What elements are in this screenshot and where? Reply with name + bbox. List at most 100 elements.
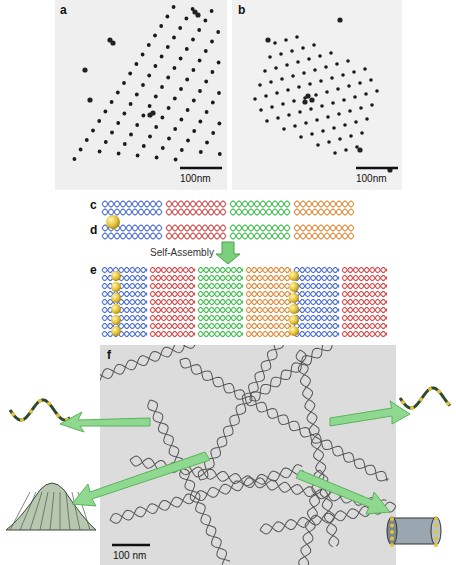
scale-bar	[356, 167, 398, 170]
icon-ribbon	[400, 388, 450, 408]
gold-nanoparticle	[111, 282, 121, 292]
gold-particle	[185, 47, 189, 51]
tem-image-f	[100, 345, 396, 565]
gold-nanoparticle	[289, 326, 299, 336]
tube-icons	[6, 387, 450, 547]
dna-strand	[246, 275, 291, 280]
gold-particle	[73, 157, 77, 161]
gold-particle	[123, 112, 127, 116]
gold-nanoparticle	[111, 304, 121, 314]
gold-particle	[285, 63, 289, 67]
gold-particle	[129, 133, 133, 137]
scale-label: 100nm	[180, 173, 211, 184]
scale-bar	[112, 544, 150, 547]
gold-particle	[280, 77, 284, 81]
dna-lattice	[102, 267, 387, 336]
gold-particle	[338, 137, 342, 141]
dna-strand	[294, 267, 339, 272]
gold-particle	[198, 59, 202, 63]
gold-particle	[310, 132, 314, 136]
gold-particle	[110, 131, 114, 135]
dna-strand	[342, 331, 387, 336]
dna-strand	[246, 299, 291, 304]
gold-particle	[195, 12, 200, 17]
gold-particle	[122, 81, 126, 85]
gold-particle	[199, 150, 203, 154]
dna-strand	[294, 283, 339, 288]
dna-strand	[246, 323, 291, 328]
gold-particle	[180, 148, 184, 152]
gold-particle	[204, 80, 208, 84]
icon-cylinder-end	[431, 517, 441, 545]
icon-sheet-line	[50, 492, 54, 530]
dna-strand	[230, 233, 290, 239]
gold-particle	[185, 78, 189, 82]
gold-particle	[160, 55, 164, 59]
gold-particle	[316, 143, 320, 147]
gold-particle	[173, 66, 177, 70]
gold-particle	[148, 135, 152, 139]
dna-strand	[102, 283, 147, 288]
icon-gold	[434, 537, 438, 541]
gold-particle	[290, 49, 294, 53]
gold-particle	[333, 151, 337, 155]
gold-particle	[142, 114, 146, 118]
gold-particle	[154, 125, 158, 129]
gold-particle	[217, 61, 221, 65]
icon-sheet-line	[60, 492, 61, 530]
dna-strand	[294, 331, 339, 336]
dna-strand	[102, 323, 147, 328]
dna-strand	[294, 201, 354, 207]
icon-gold	[446, 401, 450, 405]
gold-particle	[116, 91, 120, 95]
icon-cylinder	[392, 518, 436, 544]
dna-strand	[294, 233, 354, 239]
dna-strand	[102, 201, 162, 207]
gold-particle	[128, 72, 132, 76]
dna-strand	[102, 275, 147, 280]
panel-letter: a	[60, 4, 67, 17]
dna-strand	[198, 307, 243, 312]
dna-strand	[342, 291, 387, 296]
dna-strand	[150, 331, 195, 336]
dna-strand	[166, 233, 226, 239]
gold-particle	[313, 68, 317, 72]
dna-strand	[246, 331, 291, 336]
gold-particle	[273, 41, 277, 45]
gold-particle	[204, 49, 208, 53]
tube-strand	[109, 464, 304, 525]
gold-particle	[150, 110, 155, 115]
dna-strand	[246, 315, 291, 320]
dna-strand	[342, 331, 387, 336]
dna-strand	[198, 267, 243, 272]
icon-sheet-line	[66, 492, 70, 530]
gold-particle	[360, 131, 364, 135]
dna-strand	[342, 299, 387, 304]
gold-particle	[354, 120, 358, 124]
gold-particle	[167, 137, 171, 141]
tube-strand	[145, 398, 230, 565]
gold-particle	[365, 117, 369, 121]
gold-particle	[357, 147, 362, 152]
helical-tube	[109, 464, 304, 525]
dna-strand	[150, 307, 195, 312]
dna-strand	[294, 323, 339, 328]
tube-strand	[109, 464, 304, 525]
dna-strand	[198, 323, 243, 328]
dna-strand	[342, 323, 387, 328]
dna-strand	[246, 323, 291, 328]
gold-particle	[264, 94, 268, 98]
gold-particle	[161, 116, 165, 120]
gold-particle	[211, 101, 215, 105]
dna-strand	[294, 225, 354, 231]
gold-particle	[369, 78, 373, 82]
gold-particle	[205, 110, 209, 114]
dna-strand	[102, 209, 162, 215]
nanoparticle-lattice	[253, 17, 392, 172]
dna-strand	[294, 307, 339, 312]
dna-strand	[150, 275, 195, 280]
icon-gold	[20, 418, 24, 422]
dna-strand	[294, 307, 339, 312]
gold-particle	[325, 90, 329, 94]
gold-particle	[166, 15, 170, 19]
